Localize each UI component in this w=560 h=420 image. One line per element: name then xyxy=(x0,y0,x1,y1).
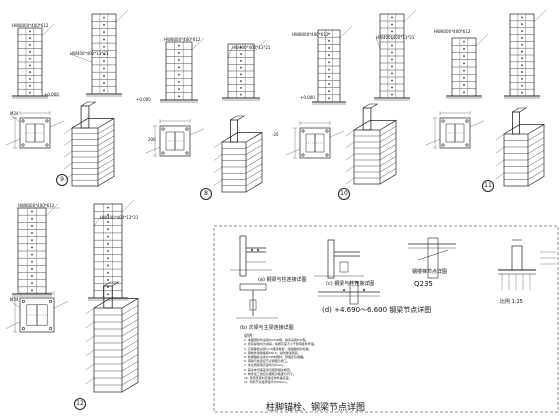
note-line: 9. 构件加工前应仔细核对各部分尺寸。 xyxy=(244,371,296,376)
subdetail-a-title: (a) 钢梁与柱连接详图 xyxy=(258,277,307,283)
note-line: 1. 本图钢材均采用Q235B钢，焊条采用E43型。 xyxy=(244,338,309,343)
subdetail-e-title: 钢楼梯节点详图 xyxy=(412,269,448,275)
label-plate-1: -20 xyxy=(272,132,279,137)
note-line: 10. 现场安装时应保证构件垂直度。 xyxy=(244,376,292,381)
label-steel-2: HW400*400*13*21 xyxy=(232,45,271,50)
tower-tag-5: HW8000*400*612 xyxy=(18,203,55,208)
label-elev-3: +0.000 xyxy=(300,95,315,100)
notes-block: 说明： 1. 本图钢材均采用Q235B钢，焊条采用E43型。 2. 所有焊缝均为… xyxy=(244,333,317,385)
detail-number-10: 10 xyxy=(338,188,350,200)
label-elev-2: +0.000 xyxy=(136,97,151,102)
label-steel-1: HW400*400*13*21 xyxy=(70,51,109,56)
note-line: 6. 钢梁与柱连接节点按图示施工。 xyxy=(244,359,290,364)
label-dim-1: 200 xyxy=(148,137,156,142)
label-steel-4: HW400*400*13*21 xyxy=(100,215,139,220)
tower-tag-2: HW8000*400*612 xyxy=(164,37,201,42)
note-line: 7. 未注明焊缝高度均为6mm。 xyxy=(244,363,286,368)
label-elev-1: +0.000 xyxy=(44,92,59,97)
subdetail-b-title: (b) 次梁与主梁连接详图 xyxy=(240,325,294,331)
subdetail-scale: 比例 1:25 xyxy=(500,299,523,305)
notes-title: 说明： xyxy=(244,333,256,338)
sheet-bottom-title: 柱脚锚栓、钢梁节点详图 xyxy=(266,403,366,413)
label-bolt-1: M24 xyxy=(10,111,19,116)
note-line: 11. 所有节点板厚度均为20mm。 xyxy=(244,380,290,385)
detail-number-11: 11 xyxy=(482,180,494,192)
subdetail-section-tag: Q235 xyxy=(414,280,433,288)
note-line: 4. 钢构件除锈等级St2.5，涂防锈漆两道。 xyxy=(244,350,301,355)
detail-number-12: 12 xyxy=(74,398,86,410)
subdetail-d-title: (d) +4.690～6.600 钢梁节点详图 xyxy=(322,306,432,314)
note-line: 5. 柱脚锚栓采用Q345B钢材，预埋定位准确。 xyxy=(244,355,306,360)
tower-tag-4: HW8000*400*612 xyxy=(434,29,471,34)
label-steel-3: HW400*400*13*21 xyxy=(376,35,415,40)
label-bolt-2: M24 xyxy=(10,297,19,302)
note-line: 8. 其余未尽事宜详见国家相关规范。 xyxy=(244,367,293,372)
tower-tag-3: HW8000*400*612 xyxy=(292,32,329,37)
subdetail-c-title: (c) 钢梁与柱连接详图 xyxy=(326,281,375,287)
detail-number-8: 8 xyxy=(200,188,212,200)
tower-tag-1: HW8000*400*612 xyxy=(12,23,49,28)
detail-number-9: 9 xyxy=(56,174,68,186)
note-line: 2. 所有焊缝均为满焊，焊脚高度不小于较薄板件厚度。 xyxy=(244,342,317,347)
note-line: 3. 高强螺栓采用10.9级摩擦型，接触面喷砂处理。 xyxy=(244,346,312,351)
